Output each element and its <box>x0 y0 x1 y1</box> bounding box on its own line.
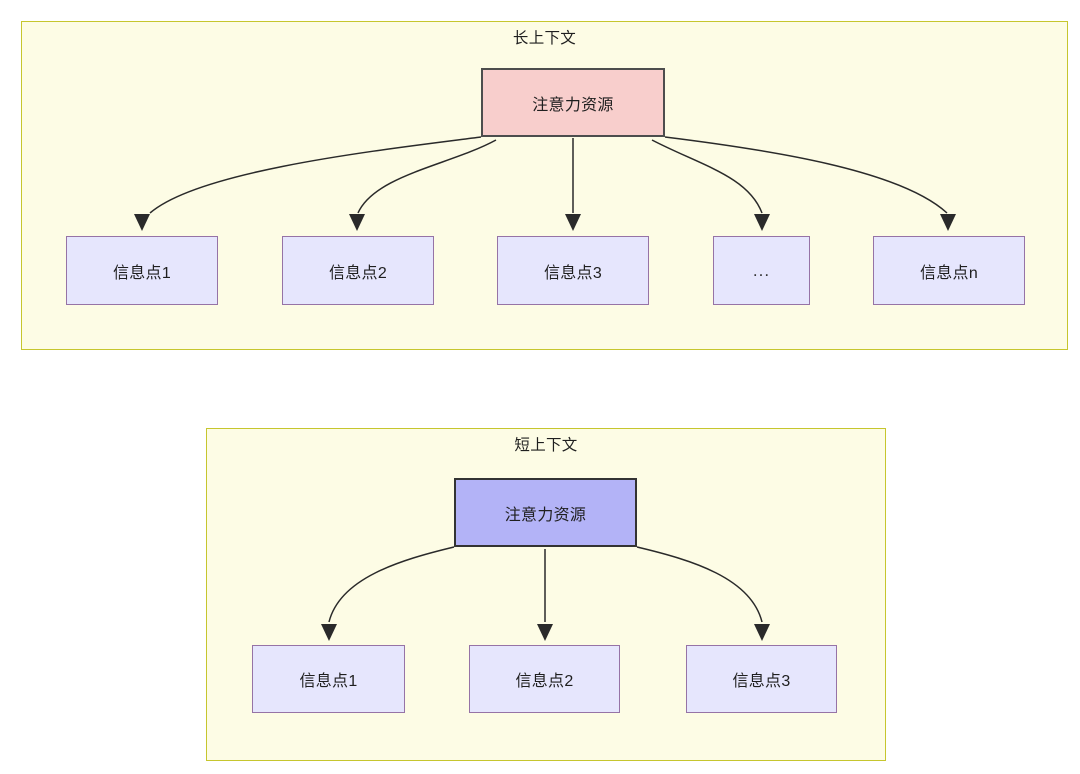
node-info-point-1-long[interactable]: 信息点1 <box>66 236 218 305</box>
node-label: 信息点3 <box>732 673 791 690</box>
node-label: 信息点2 <box>328 264 388 282</box>
node-label: 注意力资源 <box>532 96 614 114</box>
group-short-context-title: 短上下文 <box>514 437 578 454</box>
node-label: ... <box>752 260 771 280</box>
node-info-point-3-short[interactable]: 信息点3 <box>686 645 837 713</box>
node-info-point-n-long[interactable]: 信息点n <box>873 236 1025 305</box>
group-long-context-title: 长上下文 <box>512 30 577 47</box>
node-info-point-2-long[interactable]: 信息点2 <box>282 236 434 305</box>
node-label: 信息点2 <box>515 673 574 690</box>
node-label: 信息点1 <box>299 673 358 690</box>
node-info-point-3-long[interactable]: 信息点3 <box>497 236 649 305</box>
node-info-point-2-short[interactable]: 信息点2 <box>469 645 620 713</box>
node-attention-resource-long[interactable]: 注意力资源 <box>481 68 665 137</box>
node-info-point-ellipsis-long[interactable]: ... <box>713 236 810 305</box>
node-label: 信息点1 <box>112 264 172 282</box>
node-label: 信息点3 <box>543 264 603 282</box>
node-info-point-1-short[interactable]: 信息点1 <box>252 645 405 713</box>
node-label: 信息点n <box>919 264 979 282</box>
node-label: 注意力资源 <box>504 506 587 524</box>
node-attention-resource-short[interactable]: 注意力资源 <box>454 478 637 547</box>
